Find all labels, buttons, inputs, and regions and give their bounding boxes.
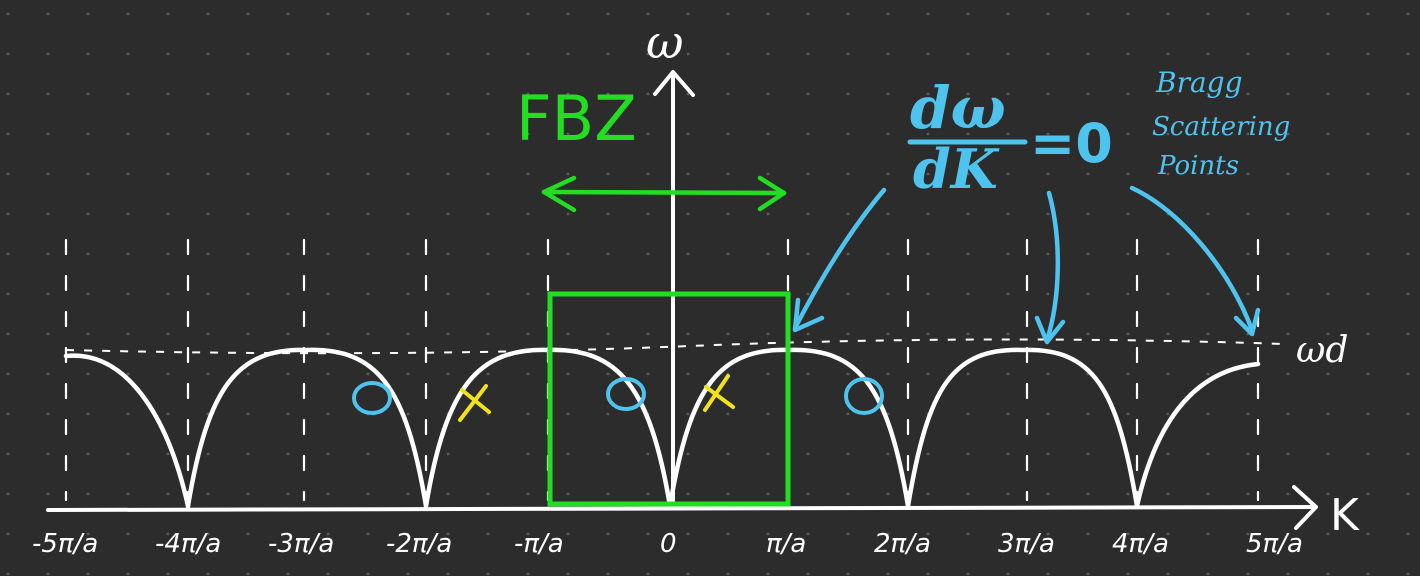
- fbz-box: [547, 291, 791, 507]
- arrow-head-icon: [1034, 315, 1066, 345]
- k-tick-label: -π/a: [514, 529, 564, 559]
- yellow-cross: [458, 384, 491, 422]
- fbz-double-arrow: [541, 175, 787, 213]
- k-tick-label: -3π/a: [268, 529, 334, 559]
- k-tick-label: -5π/a: [32, 529, 98, 559]
- fbz-label: FBZ: [516, 82, 637, 155]
- bragg-circle: [844, 377, 884, 415]
- dispersion-arch: [185, 347, 429, 509]
- k-tick-label: 4π/a: [1112, 529, 1169, 559]
- bragg-arrow: [1129, 185, 1255, 333]
- dispersion-arch: [63, 353, 191, 509]
- bragg-circle: [352, 381, 392, 415]
- k-tick-label: -4π/a: [155, 529, 221, 559]
- k-tick-label: 3π/a: [998, 529, 1055, 559]
- k-tick-label: 0: [660, 529, 677, 559]
- yellow-crosses: [458, 374, 735, 422]
- k-tick-label: 2π/a: [874, 529, 931, 559]
- k-tick-label: π/a: [766, 529, 806, 559]
- bragg-arrow: [1044, 190, 1061, 343]
- derivative-equals-zero: =0: [1030, 112, 1113, 175]
- bragg-line-1: Bragg: [1155, 66, 1243, 99]
- bragg-circles: [352, 377, 884, 415]
- omega-axis-label: ω: [646, 15, 684, 69]
- k-axis-label: K: [1330, 490, 1360, 541]
- bragg-line-2: Scattering: [1152, 112, 1290, 142]
- dispersion-arch: [905, 347, 1140, 509]
- derivative-numerator: dω: [910, 74, 1006, 142]
- bragg-circle: [606, 377, 646, 411]
- omega-d-label: ωd: [1296, 330, 1348, 371]
- dispersion-arch: [1134, 361, 1261, 509]
- arrow-head-icon: [1233, 307, 1261, 337]
- bragg-arrows: [792, 185, 1261, 345]
- bragg-arrow: [792, 187, 887, 331]
- bragg-line-3: Points: [1157, 151, 1239, 181]
- k-tick-label: -2π/a: [386, 529, 452, 559]
- arrow-head-icon: [792, 297, 825, 333]
- k-tick-labels: -5π/a -4π/a -3π/a -2π/a -π/a 0 π/a 2π/a 3π/a 4π/a…: [32, 529, 1303, 559]
- derivative-denominator: dK: [913, 137, 1000, 201]
- k-tick-label: 5π/a: [1246, 529, 1303, 559]
- omega-axis: [653, 70, 695, 510]
- yellow-cross: [703, 374, 735, 412]
- k-axis: [46, 485, 1318, 530]
